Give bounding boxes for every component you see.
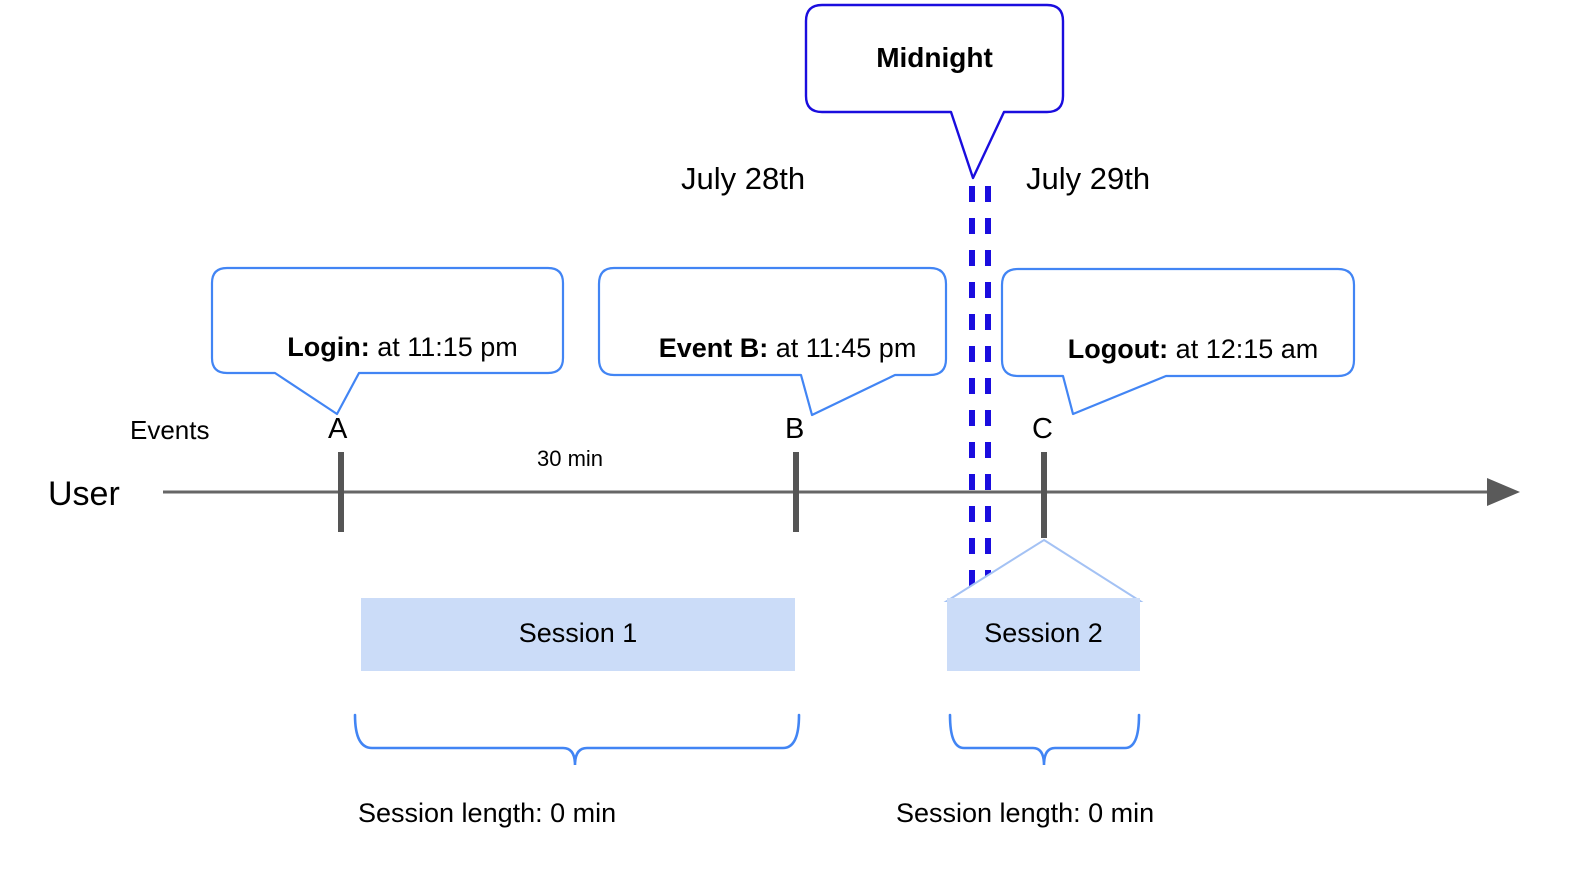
callout-logout-bold: Logout: [1067, 334, 1169, 364]
callout-logout-text: Logout: at 12:15 am [1002, 309, 1354, 390]
callout-login-text: Login: at 11:15 pm [212, 307, 563, 388]
session-2-box [947, 598, 1140, 671]
callout-logout-path [1000, 267, 1356, 416]
session-2-brace-path [948, 713, 1141, 766]
callout-login-bold: Login: [287, 332, 370, 362]
lane-label-user: User [48, 475, 120, 513]
date-label-july-29: July 29th [1026, 161, 1151, 196]
session-boxes [361, 598, 1140, 671]
callout-login-rest: at 11:15 pm [369, 332, 518, 362]
session-2-brace [948, 713, 1141, 766]
callout-eventb-bold: Event B: [658, 333, 769, 363]
session-1-length-label: Session length: 0 min [358, 798, 617, 828]
callout-eventb-text: Event B: at 11:45 pm [599, 308, 946, 389]
session-2-funnel-path [943, 538, 1144, 602]
midnight-bubble-path [804, 3, 1065, 180]
callout-login-path [210, 266, 565, 416]
callout-eventb-rest: at 11:45 pm [768, 333, 917, 363]
midnight-label: Midnight [876, 42, 993, 73]
event-ticks [338, 452, 1047, 538]
event-letter-b: B [785, 413, 805, 445]
session-1-label: Session 1 [518, 618, 638, 648]
midnight-dashed-lines [969, 186, 991, 588]
interval-label-30-min: 30 min [537, 446, 604, 471]
session-2-label: Session 2 [984, 618, 1103, 648]
event-letter-c: C [1032, 413, 1053, 445]
callout-login-shape [210, 266, 565, 416]
event-letter-a: A [328, 413, 348, 445]
session-1-brace [353, 713, 801, 766]
session-1-box [361, 598, 795, 671]
session-2-funnel [943, 538, 1144, 602]
lane-label-events: Events [130, 415, 210, 445]
session-2-length-label: Session length: 0 min [896, 798, 1155, 828]
timeline-arrowhead [1487, 478, 1520, 506]
date-label-july-28: July 28th [681, 161, 806, 196]
callout-logout-rest: at 12:15 am [1168, 334, 1319, 364]
timeline-axis [163, 478, 1520, 506]
callout-eventb-shape [597, 266, 948, 417]
callout-logout-shape [1000, 267, 1356, 416]
session-1-brace-path [353, 713, 801, 766]
callout-eventb-path [597, 266, 948, 417]
midnight-callout-shape [804, 3, 1065, 180]
